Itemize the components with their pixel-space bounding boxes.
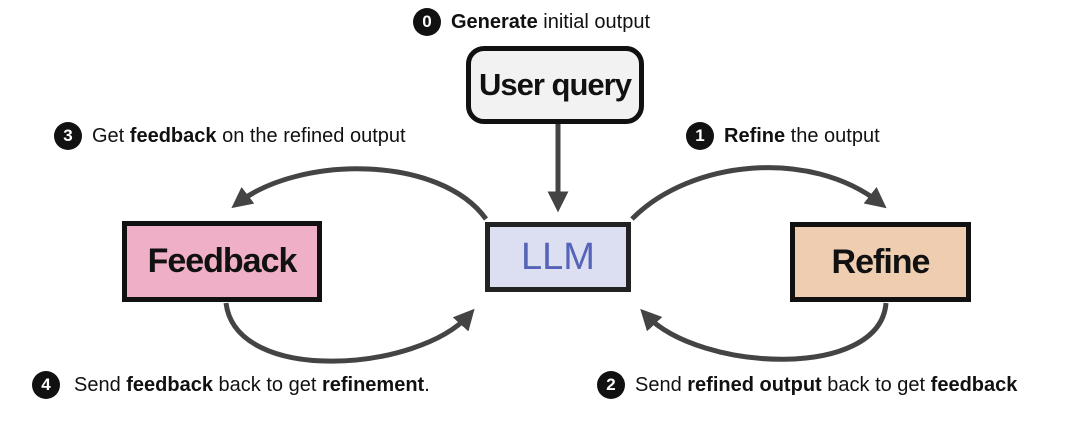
step-2-pre: Send — [635, 373, 688, 396]
step-4-end: . — [424, 373, 430, 396]
step-1-caption: 1 Refine the output — [686, 122, 880, 150]
step-0-badge: 0 — [413, 8, 441, 36]
step-2-caption: 2 Send refined output back to get feedba… — [597, 371, 1017, 399]
refine-node: Refine — [790, 222, 971, 302]
step-0-caption: 0 Generate initial output — [413, 8, 650, 36]
llm-node: LLM — [485, 222, 631, 292]
step-4-bold-2: refinement — [321, 373, 425, 396]
step-0-text: initial output — [537, 10, 651, 33]
feedback-label: Feedback — [147, 242, 298, 280]
step-3-caption: 3 Get feedback on the refined output — [54, 122, 406, 150]
step-4-caption: 4 Send feedback back to get refinement . — [32, 371, 430, 399]
step-1-bold: Refine — [724, 124, 786, 147]
feedback-node: Feedback — [122, 221, 322, 302]
step-4-mid: back to get — [212, 373, 322, 396]
step-2-bold-2: feedback — [930, 373, 1018, 396]
refine-label: Refine — [831, 242, 931, 281]
user-query-node: User query — [466, 46, 644, 124]
user-query-label: User query — [479, 67, 632, 102]
step-0-bold: Generate — [451, 10, 538, 33]
step-4-badge: 4 — [32, 371, 60, 399]
step-3-bold: feedback — [129, 124, 217, 147]
step-3-text: on the refined output — [216, 124, 406, 147]
arrow-llm-to-refine — [630, 165, 887, 221]
arrow-llm-to-feedback — [231, 166, 489, 221]
step-2-bold-1: refined output — [687, 373, 822, 396]
arrow-refine-to-llm — [640, 302, 889, 362]
llm-label: LLM — [521, 235, 595, 278]
step-1-badge: 1 — [686, 122, 714, 150]
step-2-mid: back to get — [821, 373, 931, 396]
step-3-badge: 3 — [54, 122, 82, 150]
step-3-pre: Get — [92, 124, 130, 147]
step-2-badge: 2 — [597, 371, 625, 399]
step-1-text: the output — [785, 124, 880, 147]
arrow-feedback-to-llm — [223, 302, 475, 364]
step-4-pre: Send — [74, 373, 127, 396]
step-4-bold-1: feedback — [126, 373, 213, 396]
